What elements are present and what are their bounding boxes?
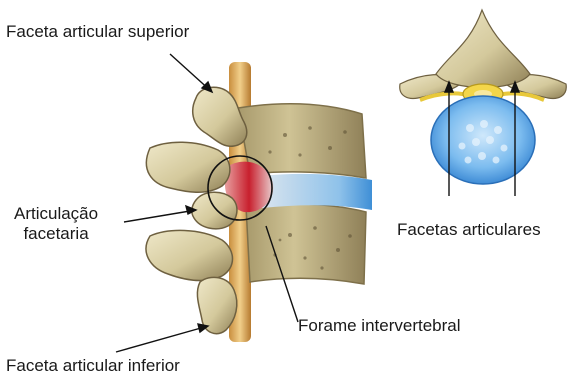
label-faceta-articular-inferior: Faceta articular inferior (6, 356, 180, 376)
label-forame-intervertebral: Forame intervertebral (298, 316, 461, 336)
leader-articulacao (124, 210, 196, 222)
label-faceta-articular-superior: Faceta articular superior (6, 22, 189, 42)
lower-vertebral-body (246, 204, 366, 284)
axial-disc (431, 96, 535, 184)
label-facetas-articulares: Facetas articulares (397, 220, 541, 240)
lower-spinous-process (146, 230, 232, 280)
axial-view (400, 10, 567, 184)
label-articulacao-line2: facetaria (14, 224, 98, 244)
leader-inferior (116, 326, 208, 352)
label-articulacao-line1: Articulação (14, 204, 98, 224)
intervertebral-disc (262, 174, 372, 210)
label-articulacao-facetaria: Articulação facetaria (14, 204, 98, 244)
facet-joint-knob (192, 192, 237, 229)
upper-spinous-process (146, 142, 230, 192)
axial-posterior-arch (436, 10, 530, 88)
spine-side-view (146, 62, 372, 342)
